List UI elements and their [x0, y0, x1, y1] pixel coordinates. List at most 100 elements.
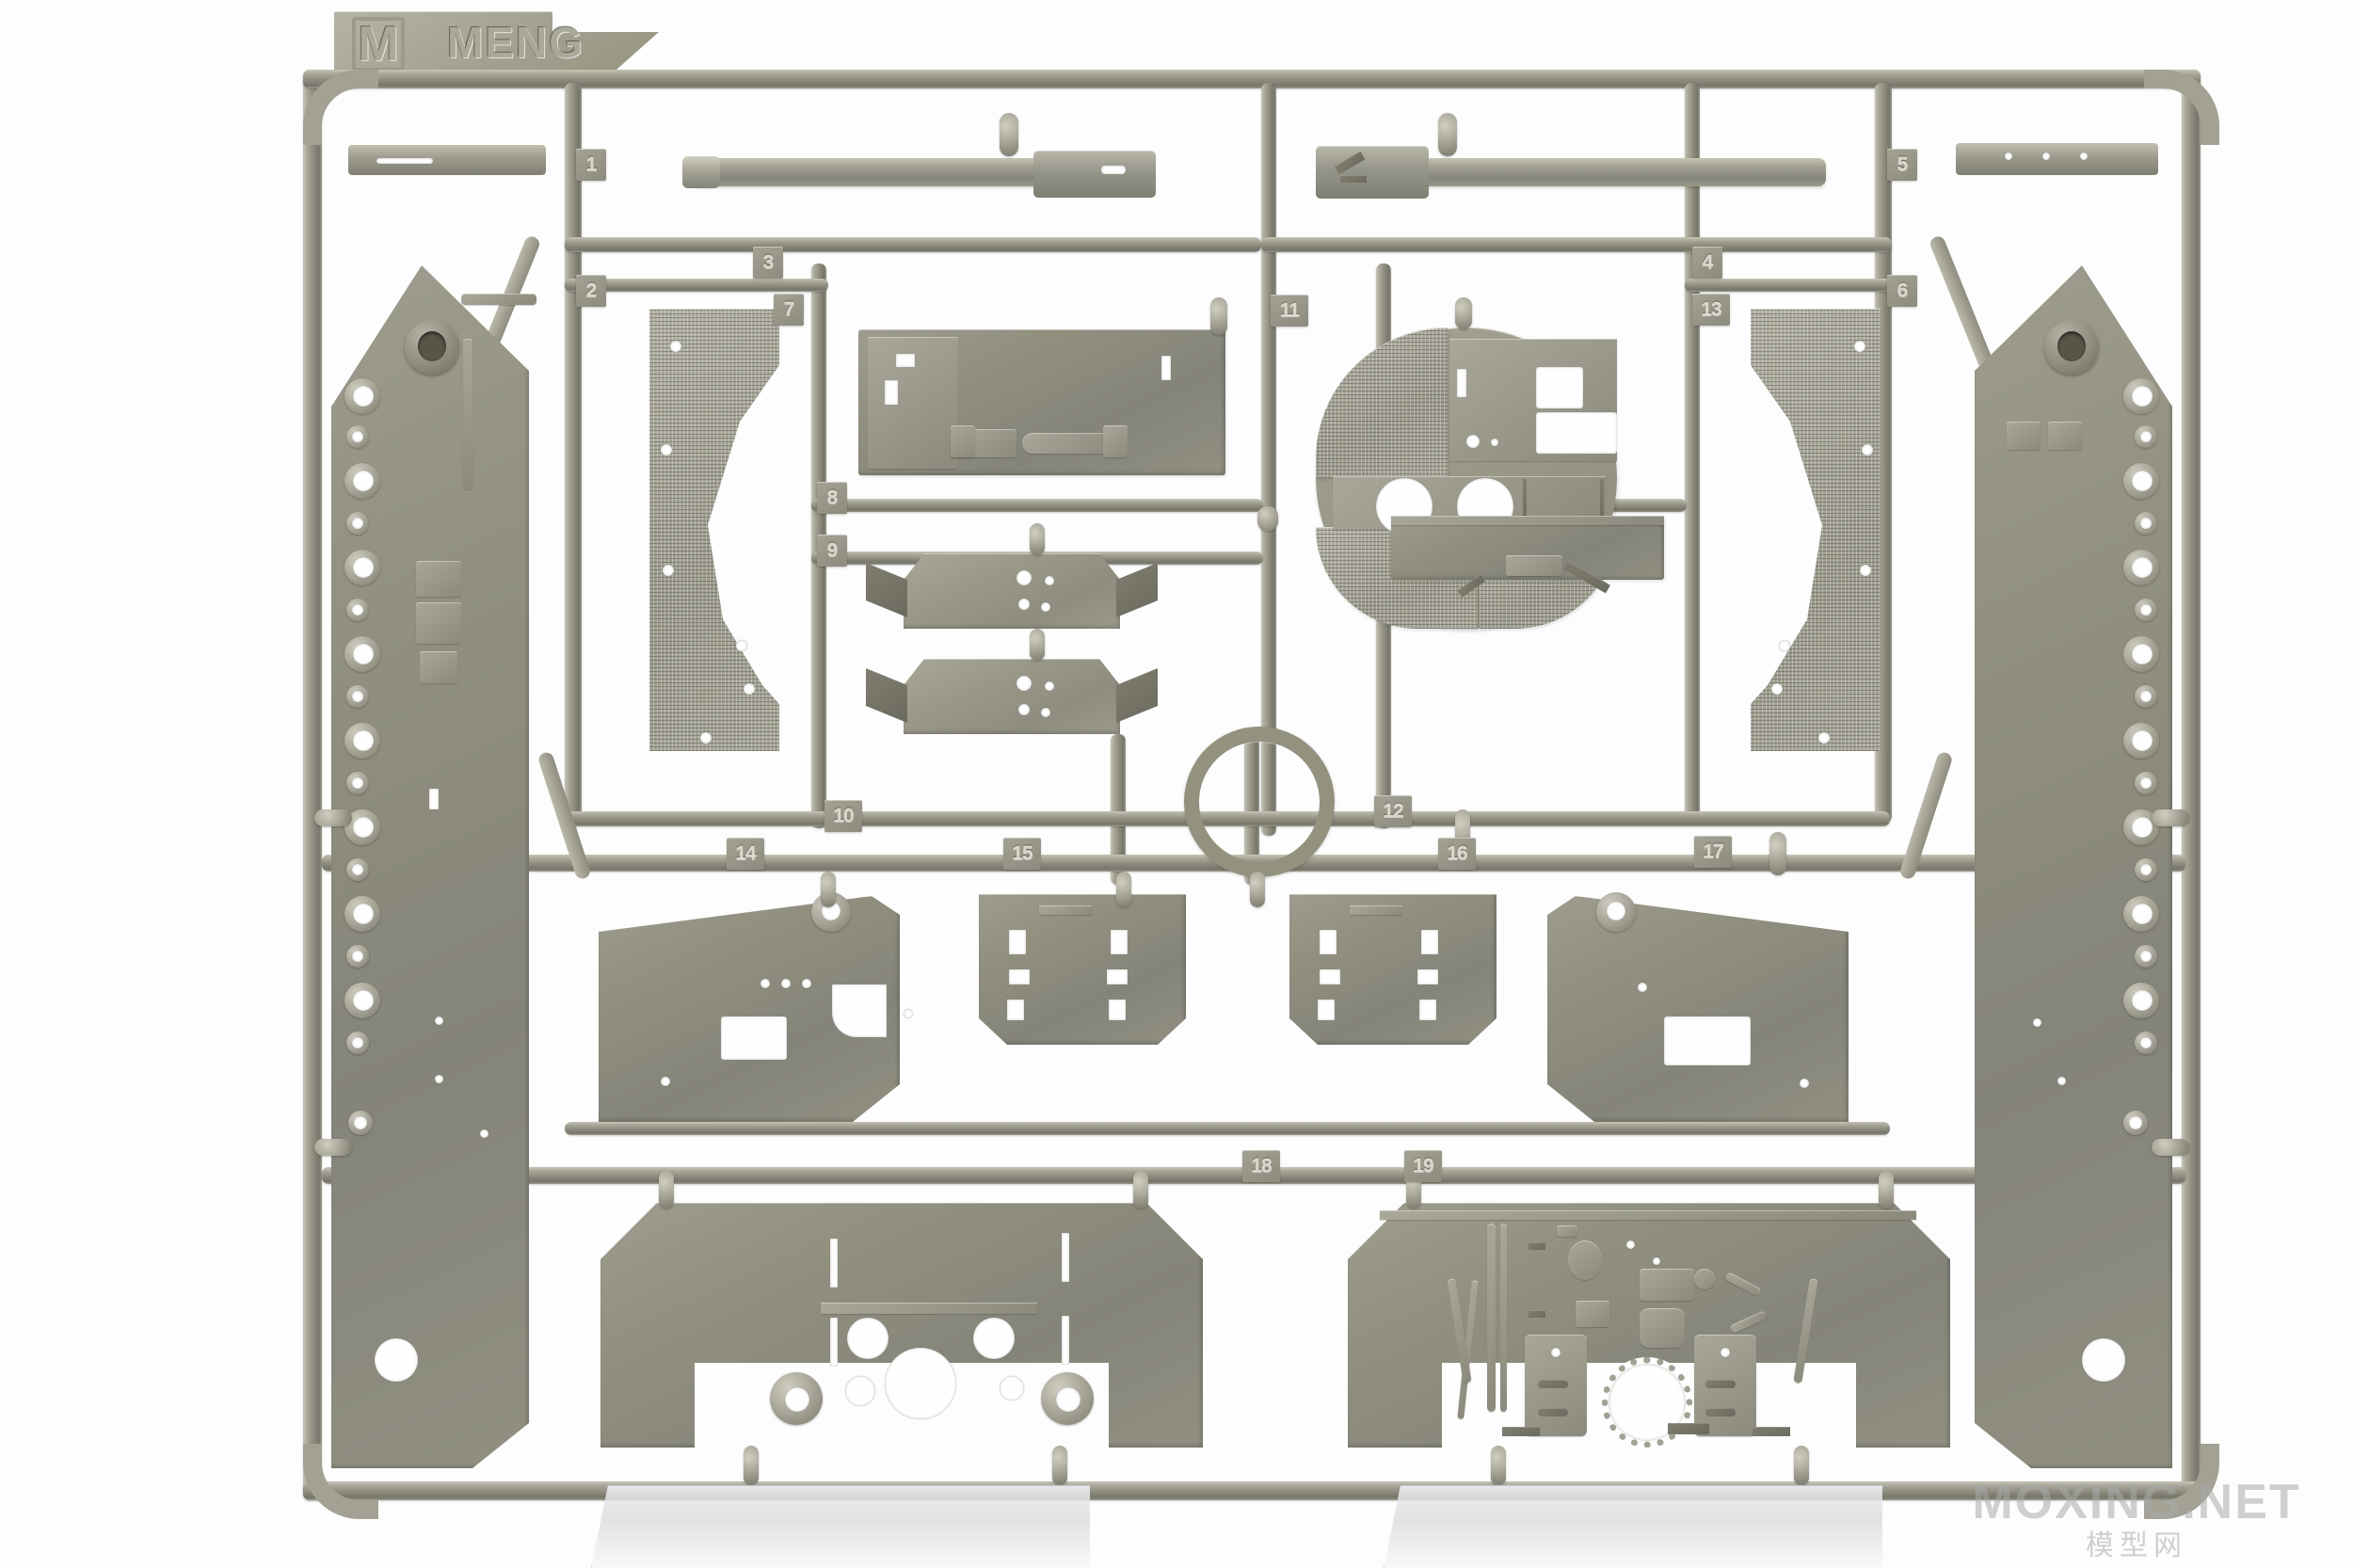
axle-hole [352, 777, 363, 789]
mesh-skirt-left [649, 309, 779, 751]
gun-breech-slot-left [1101, 166, 1126, 174]
hull-floor-18-mount-hole-left [785, 1387, 809, 1412]
bulkhead-15-slot [1107, 969, 1128, 984]
axle-hole [352, 864, 363, 875]
engine-deck-lip [1380, 1210, 1916, 1220]
mg-part-right-hole-2 [2042, 152, 2050, 160]
axle-hole [2140, 431, 2152, 442]
hull-floor-18-mount-hole-right [1056, 1387, 1080, 1412]
turret-floor-rib [1523, 478, 1527, 531]
mesh-skirt-right-hole [1854, 341, 1865, 352]
cupola-left-bore [418, 331, 446, 361]
axle-hole [353, 904, 374, 924]
sprue-gate-nub [314, 809, 352, 826]
sprue-gate-nub [744, 1446, 759, 1485]
sponson-hole [781, 979, 791, 988]
mg-part-right [1956, 143, 2158, 175]
part-number-tab-9: 9 [817, 535, 847, 567]
part-number-tab-17: 17 [1694, 836, 1732, 868]
sprue-rail-inner-h1b [1261, 237, 1892, 252]
mg-part-right-hole-1 [2005, 152, 2012, 160]
sprue-gate-nub [1030, 629, 1045, 661]
bulkhead-slot [896, 354, 915, 367]
axle-hole [353, 557, 374, 578]
gun-barrel-right [1412, 158, 1826, 186]
axle-hole [2132, 644, 2153, 664]
axle-hole [2140, 1037, 2152, 1048]
sponson-cutout [1664, 1016, 1751, 1065]
meng-logo-letter: M [352, 17, 405, 72]
hull-floor-18-hole [973, 1318, 1015, 1359]
axle-hole [2140, 951, 2152, 962]
rear-plate-lug [1506, 555, 1562, 576]
sprue-gate-nub [1210, 297, 1227, 335]
transmission-wing-left [866, 668, 907, 723]
engine-deck-hole [1653, 1257, 1660, 1265]
mesh-skirt-left-hole [736, 640, 747, 651]
gun-muzzle-left [682, 156, 720, 188]
sponson-hole [802, 979, 811, 988]
panel-raised-box [2007, 422, 2041, 450]
engine-deck-strip [1529, 1310, 1545, 1318]
part-number-tab-15: 15 [1003, 838, 1041, 870]
axle-hole [352, 431, 363, 442]
transmission-hole [1018, 704, 1030, 715]
mesh-skirt-right [1751, 309, 1881, 751]
axle-hole [352, 951, 363, 962]
sprue-rail-inner-h9 [565, 1122, 1890, 1135]
axle-hole [354, 1116, 367, 1129]
axle-hole [2140, 691, 2152, 702]
meng-logo-wordmark: MENG [447, 18, 584, 67]
sprue-rail-inner-h2 [565, 279, 828, 292]
sprue-gate-nub [1794, 1446, 1809, 1485]
sprue-gate-nub [1769, 832, 1786, 875]
panel-raised-box [420, 651, 457, 683]
bulkhead-16-slot [1417, 969, 1438, 984]
part-number-tab-19: 19 [1404, 1150, 1442, 1182]
bulkhead-16-slot [1320, 930, 1337, 954]
display-stand-left [591, 1485, 1090, 1568]
axle-hole [353, 386, 374, 407]
sprue-gate-nub [1116, 872, 1131, 907]
transmission-hole [1016, 570, 1032, 585]
engine-deck-antenna-base [1694, 1269, 1715, 1289]
axle-hole [353, 990, 374, 1011]
axle-hole [352, 604, 363, 616]
sponson-hole [661, 1077, 670, 1086]
engine-deck-tread-strip [1753, 1427, 1790, 1436]
bulkhead-15-slot [1007, 1000, 1024, 1020]
mesh-skirt-right-hole [1862, 444, 1873, 456]
panel-pin-hole [2033, 1018, 2041, 1027]
sprue-gate-nub [1257, 506, 1278, 531]
bulkhead-slot [885, 380, 898, 405]
mesh-skirt-left-hole [700, 732, 712, 744]
sprue-rail-top [303, 70, 2201, 88]
axle-hole [2132, 730, 2153, 751]
hull-floor-18-slot [1062, 1233, 1069, 1282]
engine-deck-oval-boss [1568, 1240, 1602, 1280]
axle-hole [2132, 386, 2153, 407]
sprue-rail-right [2182, 70, 2201, 1500]
transmission-hole [1045, 576, 1054, 585]
axle-hole [2132, 990, 2153, 1011]
transmission-hole [1041, 602, 1050, 612]
engine-deck-hatch-left-handle-2 [1538, 1408, 1568, 1416]
hull-floor-18-hole-big [885, 1348, 956, 1419]
engine-deck-strip [1529, 1242, 1545, 1250]
transmission-hole [1045, 681, 1054, 691]
part-number-tab-12: 12 [1374, 795, 1412, 827]
sponson-pivot-hole [1607, 902, 1625, 920]
mesh-skirt-left-hole [744, 683, 755, 695]
hull-floor-18-hole [847, 1318, 888, 1359]
mesh-skirt-right-hole [1771, 683, 1783, 695]
part-number-tab-2: 2 [576, 275, 606, 307]
rear-plate-lip [1391, 516, 1664, 525]
panel-pin-hole [435, 1075, 443, 1083]
turret-floor-cutout [1536, 412, 1617, 454]
axle-hole [2132, 817, 2153, 838]
mesh-skirt-right-hole [1779, 640, 1790, 651]
part-number-tab-18: 18 [1242, 1150, 1280, 1182]
engine-deck-box [1640, 1269, 1694, 1301]
sponson-hole [760, 979, 770, 988]
axle-hole [2129, 1116, 2142, 1129]
